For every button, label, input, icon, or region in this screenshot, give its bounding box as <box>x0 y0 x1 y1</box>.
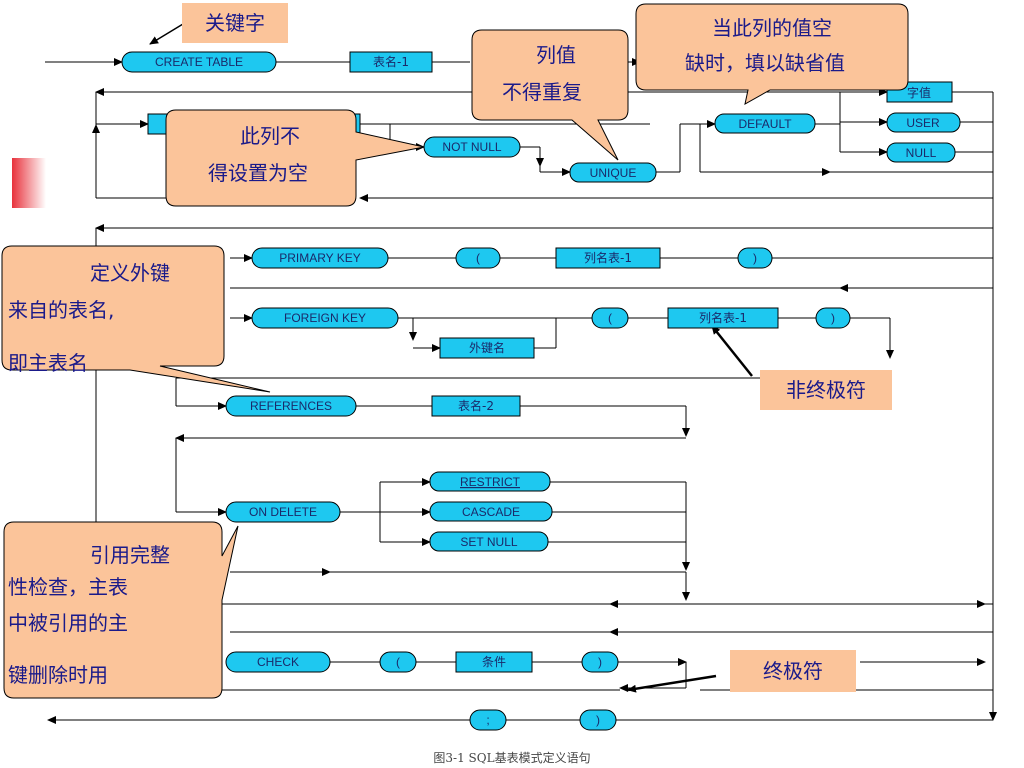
callout-on-delete-line-3: 中被引用的主 <box>8 611 128 635</box>
terminal-lparen-1 <box>455 247 501 269</box>
terminal-set-null <box>429 531 549 552</box>
callout-default-bubble <box>635 3 909 105</box>
figure-caption: 图3-1 SQL基表模式定义语句 <box>433 750 590 765</box>
nonterminal-column-list-1-label: 列名表-1 <box>584 250 632 265</box>
callout-unique-line-1: 列值 <box>536 43 576 67</box>
note-keyword-box <box>182 3 288 43</box>
terminal-references-label: REFERENCES <box>250 399 332 413</box>
callout-foreign-ref-line-2: 来自的表名, <box>8 298 114 322</box>
terminal-null-label: NULL <box>906 146 937 160</box>
nonterminal-column-list-1b <box>667 307 779 329</box>
terminal-foreign-key <box>251 307 399 329</box>
nonterminal-column-list-1b-label: 列名表-1 <box>699 310 747 325</box>
terminal-cascade-label: CASCADE <box>462 505 520 519</box>
callout-not-null-line-1: 此列不 <box>240 124 300 148</box>
nonterminal-condition <box>455 651 533 673</box>
terminal-lparen-1-label: ( <box>476 251 480 265</box>
terminal-user <box>886 112 961 133</box>
terminal-primary-key-label: PRIMARY KEY <box>279 251 361 265</box>
terminal-rparen-3 <box>581 651 619 673</box>
note-keyword: 关键字 <box>205 11 265 35</box>
terminal-not-null-label: NOT NULL <box>442 140 501 154</box>
terminal-check <box>225 651 331 673</box>
terminal-lparen-2-label: ( <box>608 311 612 325</box>
terminal-create-table <box>121 51 277 73</box>
note-nonterminal-box <box>760 370 892 410</box>
nonterminal-table-name-2 <box>431 395 521 417</box>
note-nonterminal: 非终极符 <box>786 378 866 402</box>
terminal-unique-label: UNIQUE <box>590 166 637 180</box>
callout-unique-line-2: 不得重复 <box>502 80 582 104</box>
terminal-on-delete-label: ON DELETE <box>249 505 317 519</box>
terminal-unique <box>569 162 657 183</box>
callout-default-line-1: 当此列的值空 <box>712 16 832 40</box>
callout-foreign-ref-line-3: 即主表名 <box>8 351 88 375</box>
note-terminal: 终极符 <box>763 659 823 683</box>
terminal-rparen-end-label: ) <box>596 713 600 727</box>
terminal-check-label: CHECK <box>257 655 299 669</box>
terminal-rparen-end <box>579 709 617 731</box>
terminal-restrict-label: RESTRICT <box>460 475 521 489</box>
terminal-cascade <box>429 501 553 522</box>
callout-foreign-ref-line-1: 定义外键 <box>90 261 170 285</box>
terminal-rparen-2-label: ) <box>831 311 835 325</box>
terminal-rparen-1 <box>737 247 773 269</box>
terminal-rparen-3-label: ) <box>598 655 602 669</box>
terminal-rparen-1-label: ) <box>753 251 757 265</box>
terminal-lparen-3-label: ( <box>396 655 400 669</box>
terminal-lparen-3 <box>379 651 417 673</box>
callout-on-delete-line-4: 键删除时用 <box>8 663 108 687</box>
nonterminal-literal-value-label: 字值 <box>907 85 931 100</box>
nonterminal-column-list-1 <box>555 247 661 269</box>
nonterminal-table-name-1-label: 表名-1 <box>373 54 409 69</box>
nonterminal-condition-label: 条件 <box>482 655 506 669</box>
nonterminal-table-name-1 <box>349 51 433 73</box>
terminal-foreign-key-label: FOREIGN KEY <box>284 311 366 325</box>
terminal-default-label: DEFAULT <box>738 117 792 131</box>
callout-on-delete-line-2: 性检查，主表 <box>8 575 128 599</box>
terminal-create-table-label: CREATE TABLE <box>155 55 243 69</box>
decorative-red-block <box>12 158 46 208</box>
terminal-user-label: USER <box>906 116 940 130</box>
terminal-default <box>714 113 816 134</box>
nonterminal-foreign-key-name-label: 外键名 <box>469 340 505 355</box>
nonterminal-table-name-2-label: 表名-2 <box>458 398 494 413</box>
terminal-on-delete <box>225 501 341 523</box>
terminal-lparen-2 <box>591 307 629 329</box>
callout-foreign-ref-bubble <box>1 245 271 393</box>
callout-default-line-2: 缺时，填以缺省值 <box>685 51 845 75</box>
nonterminal-foreign-key-name <box>439 337 535 359</box>
callout-on-delete-bubble <box>3 521 239 699</box>
callout-unique-bubble <box>471 29 629 161</box>
terminal-set-null-label: SET NULL <box>460 535 517 549</box>
callout-not-null-bubble <box>165 109 425 207</box>
terminal-semicolon-label: ; <box>486 713 489 727</box>
terminal-semicolon <box>469 709 507 731</box>
callout-on-delete-line-1: 引用完整 <box>90 543 170 567</box>
terminal-restrict <box>429 471 551 492</box>
terminal-primary-key <box>251 247 389 269</box>
terminal-null <box>886 142 956 163</box>
terminal-references <box>225 395 357 417</box>
note-terminal-box <box>730 650 856 692</box>
terminal-rparen-2 <box>815 307 851 329</box>
callout-not-null-line-2: 得设置为空 <box>208 161 308 185</box>
